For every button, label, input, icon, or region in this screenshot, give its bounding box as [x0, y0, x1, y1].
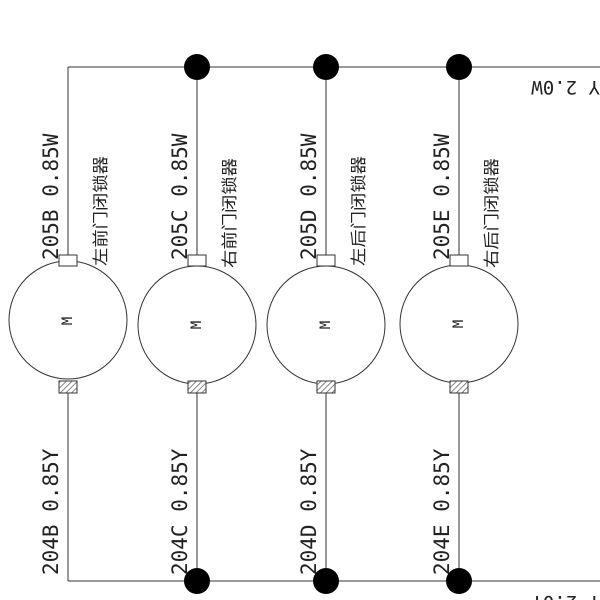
bottom-junction-node-3: [446, 568, 472, 594]
motor-4-top-wire-label: 205E 0.85W: [430, 133, 454, 260]
motor-2-bottom-terminal: [187, 380, 207, 394]
motor-4-name: 右后门闭锁器: [482, 158, 501, 268]
top-junction-node-2: [313, 54, 339, 80]
motor-1-bottom-wire-label: 204B 0.85Y: [39, 448, 63, 575]
motor-2-top-terminal: [187, 254, 207, 267]
motor-1-top-wire-label: 205B 0.85W: [39, 133, 63, 260]
motor-4-top-terminal: [449, 254, 469, 267]
motor-unit-2: M 205C 0.85W 右前门闭锁器 204C 0.85Y: [137, 67, 257, 581]
top-bus-label: Y 2.0W: [531, 76, 600, 98]
motor-3-symbol: M: [318, 321, 334, 329]
motor-4-bottom-wire-label: 204E 0.85Y: [430, 448, 454, 575]
motor-3-name: 左后门闭锁器: [349, 156, 368, 266]
motor-1-name: 左前门闭锁器: [91, 156, 110, 266]
bottom-bus-label: Y 2.0Y: [531, 591, 600, 600]
top-junction-node-1: [184, 54, 210, 80]
motor-3-top-wire-label: 205D 0.85W: [297, 133, 321, 260]
motor-2-symbol: M: [189, 321, 205, 329]
motor-unit-1: M 205B 0.85W 左前门闭锁器 204B 0.85Y: [8, 67, 128, 581]
motor-unit-3: M 205D 0.85W 左后门闭锁器 204D 0.85Y: [266, 67, 386, 581]
motor-1-top-terminal: [58, 254, 78, 267]
motor-unit-4: M 205E 0.85W 右后门闭锁器 204E 0.85Y: [399, 67, 519, 581]
motor-3-bottom-wire-label: 204D 0.85Y: [297, 448, 321, 575]
motor-1-symbol: M: [60, 317, 76, 325]
motor-4-symbol: M: [451, 320, 467, 328]
top-junction-node-3: [446, 54, 472, 80]
bottom-junction-node-1: [184, 568, 210, 594]
motor-2-top-wire-label: 205C 0.85W: [168, 133, 192, 260]
motor-3-top-terminal: [316, 254, 336, 267]
motor-4-bottom-terminal: [449, 380, 469, 394]
motor-3-bottom-terminal: [316, 380, 336, 394]
motor-1-bottom-terminal: [58, 380, 78, 394]
motor-2-name: 右前门闭锁器: [220, 158, 239, 268]
motor-2-bottom-wire-label: 204C 0.85Y: [168, 448, 192, 575]
bottom-junction-node-2: [313, 568, 339, 594]
